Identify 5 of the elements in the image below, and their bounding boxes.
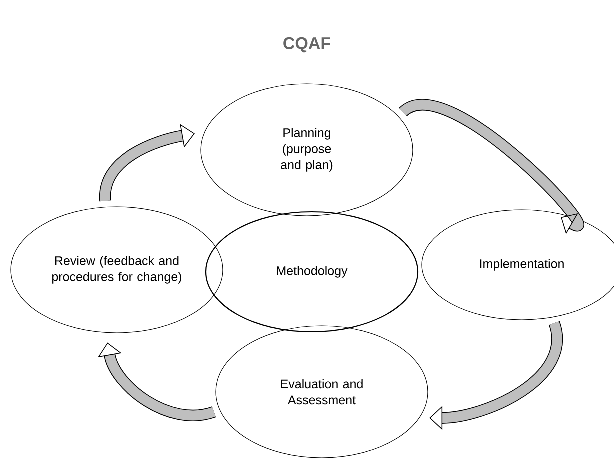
curved-arrow [100,124,195,202]
title: CQAF [284,37,330,53]
curved-arrow [400,100,584,234]
curved-arrow [430,322,564,430]
curved-arrow [98,342,216,422]
